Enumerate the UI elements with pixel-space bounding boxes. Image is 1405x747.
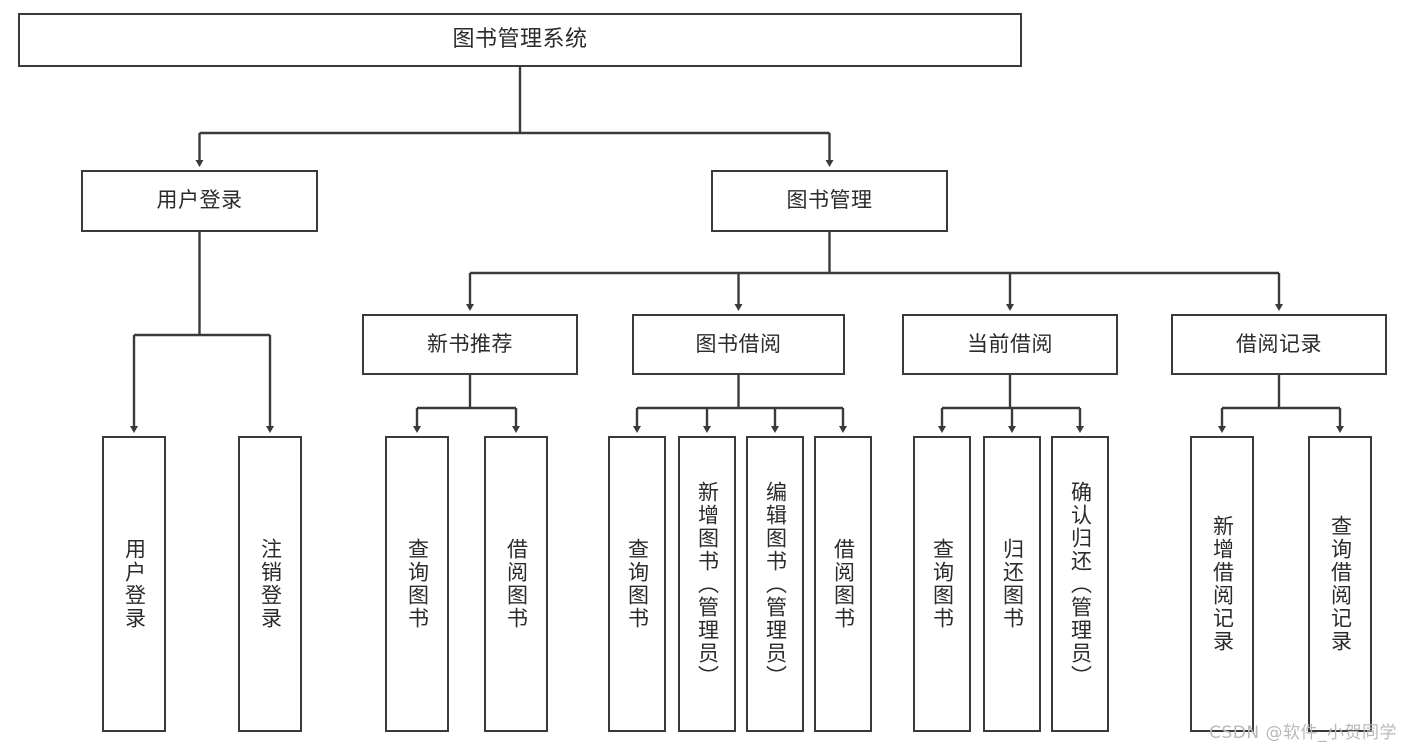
node-label: 查询图书: [625, 538, 650, 630]
node-leaf-current-confirm[interactable]: 确认归还（管理员）: [1051, 436, 1109, 732]
node-label: 新书推荐: [427, 331, 513, 356]
node-current[interactable]: 当前借阅: [902, 314, 1118, 375]
node-leaf-borrow-add[interactable]: 新增图书（管理员）: [678, 436, 736, 732]
node-label: 当前借阅: [967, 331, 1053, 356]
node-label: 查询借阅记录: [1328, 515, 1353, 653]
node-leaf-current-query[interactable]: 查询图书: [913, 436, 971, 732]
node-label: 图书管理: [786, 188, 873, 213]
node-label: 新增图书（管理员）: [695, 480, 720, 688]
node-root[interactable]: 图书管理系统: [18, 13, 1022, 67]
node-label: 借阅记录: [1236, 331, 1322, 356]
node-login[interactable]: 用户登录: [81, 170, 318, 232]
node-label: 图书借阅: [695, 331, 782, 356]
node-leaf-borrow-lend[interactable]: 借阅图书: [814, 436, 872, 732]
node-leaf-newbook-borrow[interactable]: 借阅图书: [484, 436, 548, 732]
watermark: CSDN @软件_小贺同学: [1209, 723, 1397, 743]
node-leaf-user-login[interactable]: 用户登录: [102, 436, 166, 732]
node-label: 借阅图书: [831, 538, 856, 630]
node-leaf-user-logout[interactable]: 注销登录: [238, 436, 302, 732]
node-borrow[interactable]: 图书借阅: [632, 314, 845, 375]
node-label: 图书管理系统: [452, 26, 588, 52]
node-label: 借阅图书: [504, 538, 529, 630]
node-bookmgmt[interactable]: 图书管理: [711, 170, 948, 232]
node-label: 编辑图书（管理员）: [763, 480, 788, 688]
node-label: 新增借阅记录: [1210, 515, 1235, 653]
node-label: 用户登录: [156, 188, 243, 213]
node-label: 查询图书: [930, 538, 955, 630]
node-label: 确认归还（管理员）: [1068, 480, 1093, 688]
node-record[interactable]: 借阅记录: [1171, 314, 1387, 375]
node-leaf-record-add[interactable]: 新增借阅记录: [1190, 436, 1254, 732]
node-label: 查询图书: [405, 538, 430, 630]
node-leaf-newbook-query[interactable]: 查询图书: [385, 436, 449, 732]
node-label: 用户登录: [122, 538, 147, 630]
node-newbook[interactable]: 新书推荐: [362, 314, 578, 375]
node-leaf-record-query[interactable]: 查询借阅记录: [1308, 436, 1372, 732]
node-label: 归还图书: [1000, 538, 1025, 630]
node-label: 注销登录: [258, 538, 283, 630]
node-leaf-borrow-query[interactable]: 查询图书: [608, 436, 666, 732]
node-leaf-borrow-edit[interactable]: 编辑图书（管理员）: [746, 436, 804, 732]
node-leaf-current-return[interactable]: 归还图书: [983, 436, 1041, 732]
